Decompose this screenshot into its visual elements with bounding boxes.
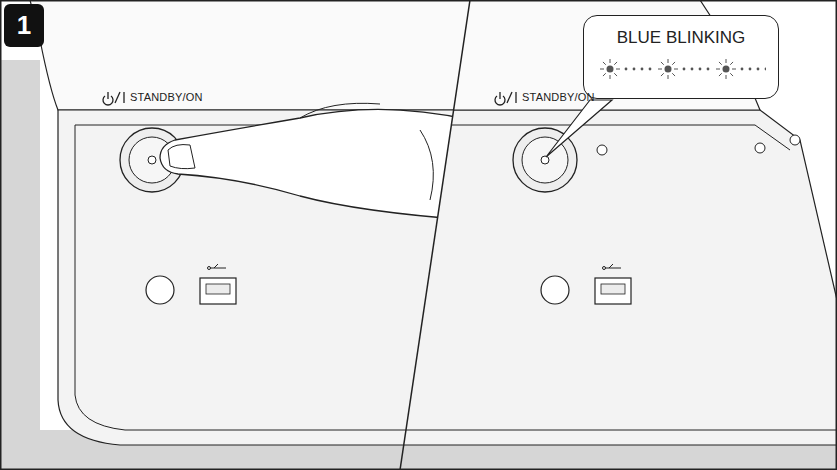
button-label: STANDBY/ON [130, 91, 203, 103]
step-number: 1 [4, 4, 44, 47]
left-scene [0, 0, 470, 470]
pressing-finger [160, 109, 470, 220]
power-symbol [495, 92, 516, 105]
right-scene [400, 0, 837, 470]
status-text: BLUE BLINKING [596, 28, 766, 48]
button-label: STANDBY/ON [522, 91, 595, 103]
callout-tail [546, 100, 612, 157]
step-number-text: 1 [10, 4, 38, 47]
callout-bubble: BLUE BLINKING [583, 15, 779, 99]
blink-dots [596, 56, 766, 82]
power-symbol [103, 92, 124, 105]
